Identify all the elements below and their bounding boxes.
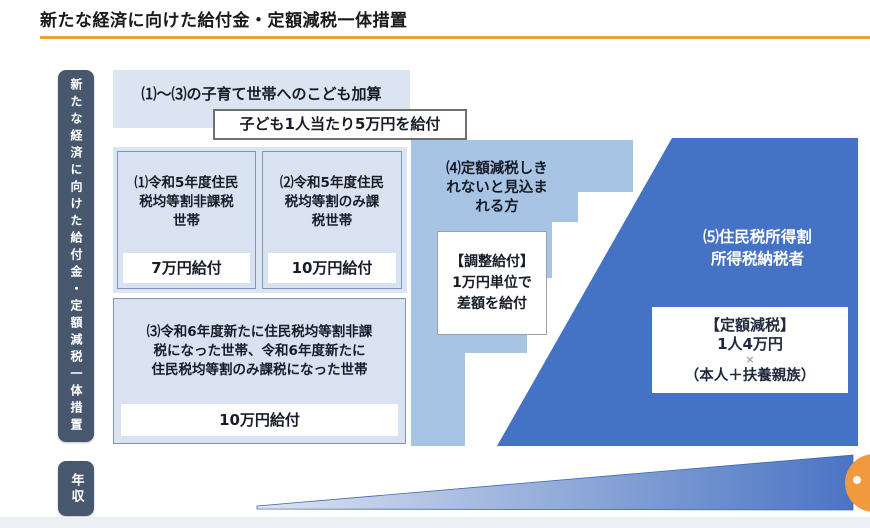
title-underline [40, 36, 870, 39]
income-axis-box: 年収 [58, 461, 94, 516]
group-1-box: ⑴令和5年度住民 税均等割非課税 世帯 7万円給付 [117, 151, 256, 289]
group-1-label: ⑴令和5年度住民 税均等割非課税 世帯 [134, 175, 239, 229]
page-title: 新たな経済に向けた給付金・定額減税一体措置 [40, 11, 408, 31]
group-2-label: ⑵令和5年度住民 税均等割のみ課 税世帯 [280, 175, 384, 229]
group-3-label: ⑶令和6年度新たに住民税均等割非課 税になった世帯、令和6年度新たに 住民税均等… [146, 324, 373, 378]
group-1-benefit: 7万円給付 [123, 253, 250, 283]
child-allowance-banner-text: ⑴〜⑶の子育て世帯へのこども加算 [141, 85, 382, 103]
tax-reduction-amount: 1人4万円 [717, 334, 783, 353]
tax-reduction-scope: （本人＋扶養親族） [684, 367, 816, 384]
group-2-box: ⑵令和5年度住民 税均等割のみ課 税世帯 10万円給付 [262, 151, 402, 289]
group-5-tax-reduction-box: 【定額減税】 1人4万円 × （本人＋扶養親族） [652, 307, 848, 393]
multiply-sign: × [745, 353, 755, 367]
group-3-benefit: 10万円給付 [121, 404, 398, 436]
sidebar-label: 新たな経済に向けた給付金・定額減税一体措置 [69, 77, 83, 435]
group-3-box: ⑶令和6年度新たに住民税均等割非課 税になった世帯、令和6年度新たに 住民税均等… [113, 298, 406, 444]
child-benefit-callout: 子ども1人当たり5万円を給付 [213, 109, 467, 140]
sidebar-label-box: 新たな経済に向けた給付金・定額減税一体措置 [58, 70, 94, 442]
tax-reduction-heading: 【定額減税】 [704, 315, 795, 334]
next-circle-dot-icon [853, 476, 861, 484]
bottom-edge-band [0, 517, 870, 528]
group-2-benefit: 10万円給付 [268, 253, 396, 283]
group-4-adjustment-benefit-box: 【調整給付】 1万円単位で 差額を給付 [437, 231, 547, 335]
group-4-label: ⑷定額減税しき れないと見込ま れる方 [446, 161, 548, 215]
group-5-label: ⑸住民税所得割 所得税納税者 [703, 228, 812, 269]
income-wedge-shape [256, 454, 854, 511]
income-axis-label: 年収 [68, 472, 84, 505]
